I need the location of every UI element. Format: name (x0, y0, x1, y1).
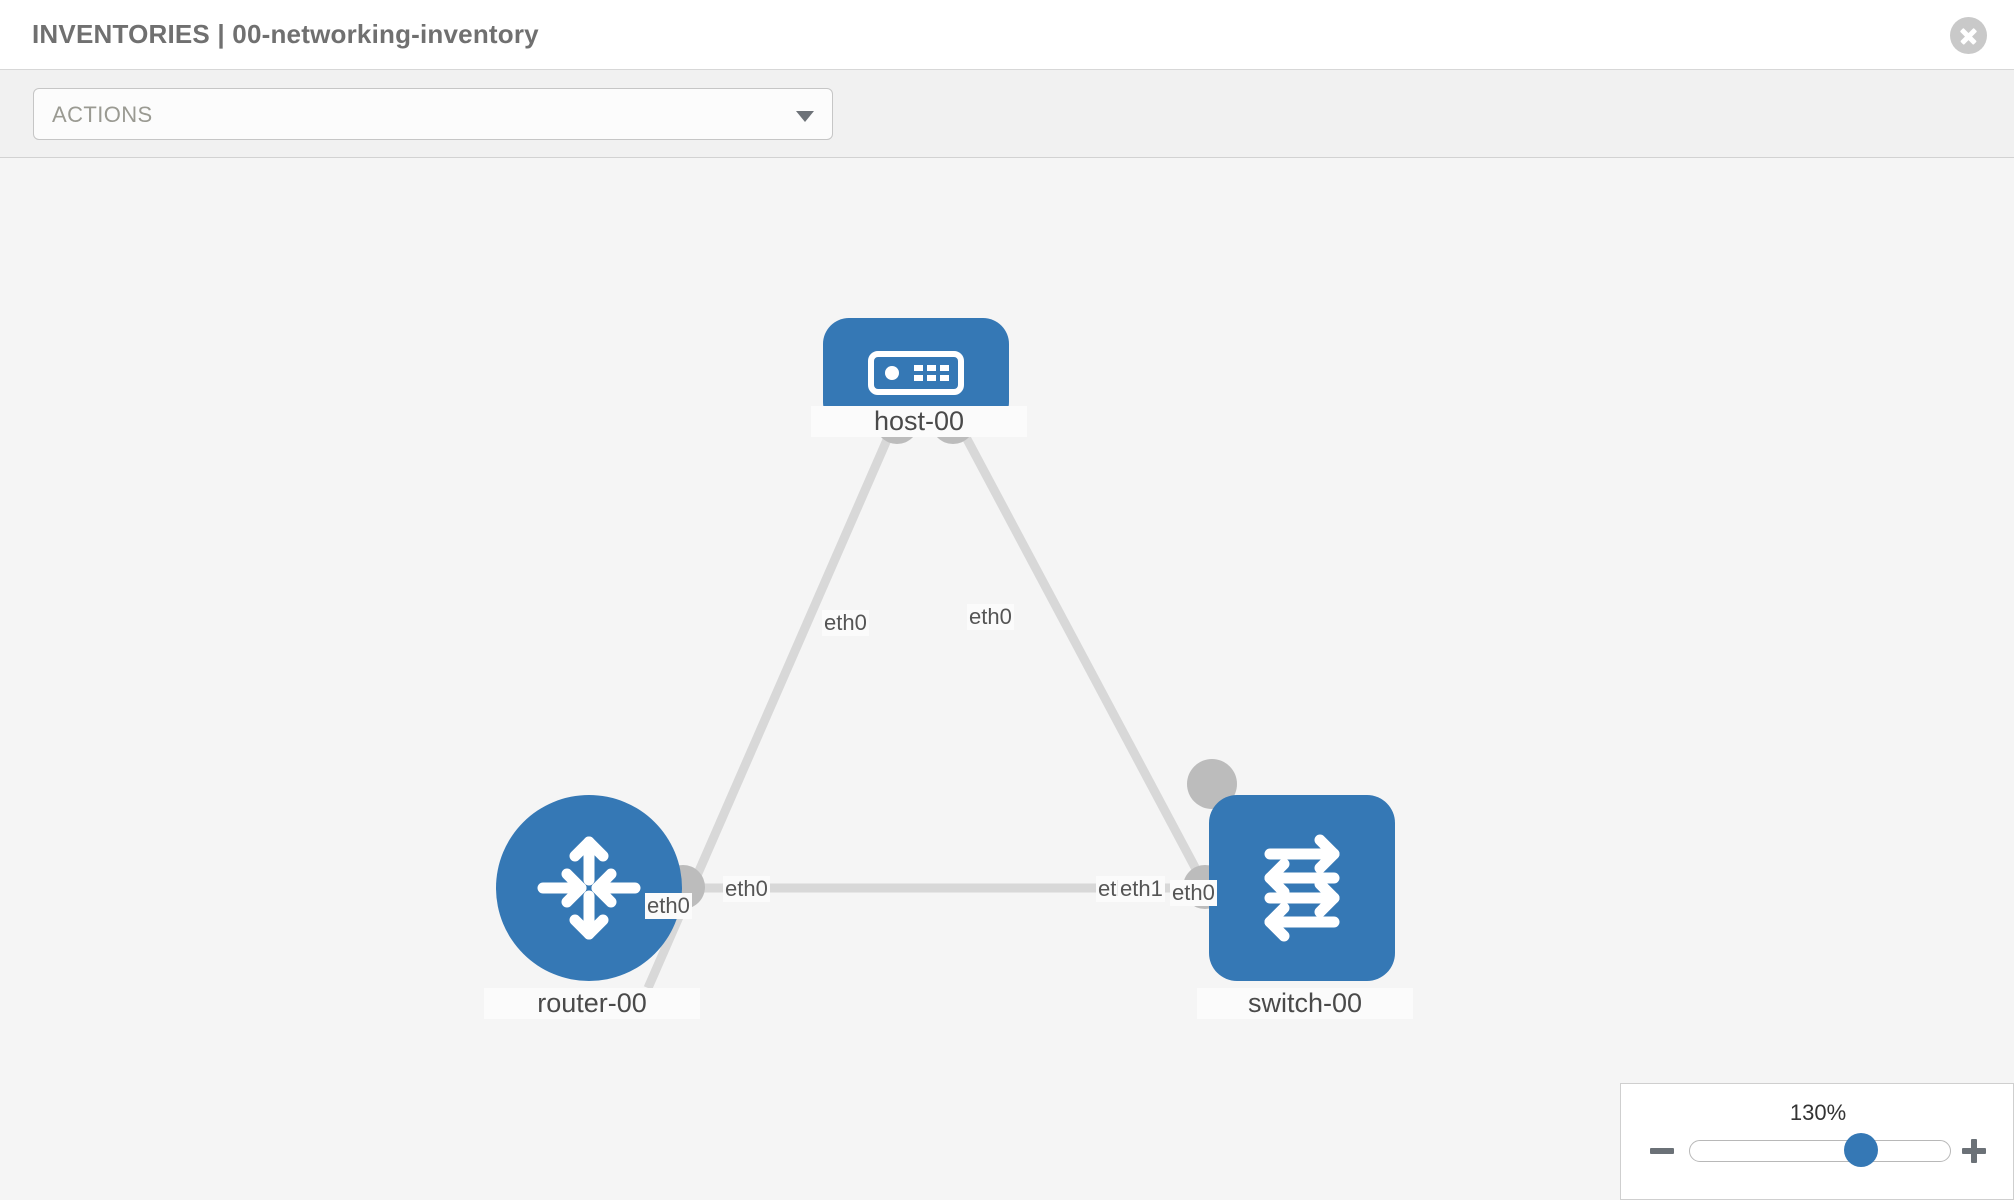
actions-dropdown-label: ACTIONS (52, 102, 153, 127)
zoom-control-panel: 130% (1620, 1083, 2014, 1200)
actions-dropdown[interactable]: ACTIONS (33, 88, 833, 140)
edge-label-switch-left-over: eth1 (1118, 876, 1165, 902)
node-label: router-00 (484, 988, 700, 1019)
edge-label-host-left: eth0 (822, 610, 869, 636)
edge-label-host-right: eth0 (967, 604, 1014, 630)
zoom-slider-thumb[interactable] (1844, 1133, 1878, 1167)
page-header: INVENTORIES | 00-networking-inventory (0, 0, 2014, 70)
node-label: switch-00 (1197, 988, 1413, 1019)
server-icon (868, 351, 964, 395)
switch-arrows-icon (1264, 834, 1340, 942)
edge-label-router-right: eth0 (723, 876, 770, 902)
edge-label-switch-up: eth0 (1170, 880, 1217, 906)
router-arrows-icon (537, 836, 641, 940)
edge-label-router-up: eth0 (645, 893, 692, 919)
zoom-in-button[interactable] (1959, 1136, 1989, 1166)
node-label: host-00 (811, 406, 1027, 437)
chevron-down-icon (796, 111, 814, 122)
toolbar: ACTIONS SEARCH (0, 70, 2014, 210)
topology-links (643, 423, 1242, 990)
page-title: INVENTORIES | 00-networking-inventory (32, 19, 539, 49)
zoom-level-label: 130% (1789, 1100, 1847, 1125)
topology-canvas[interactable]: host-00 (0, 158, 2014, 1200)
router-node-shape[interactable] (496, 795, 682, 981)
zoom-slider-track[interactable] (1689, 1140, 1951, 1162)
close-icon[interactable] (1950, 17, 1987, 54)
zoom-out-button[interactable] (1647, 1136, 1677, 1166)
switch-node-shape[interactable] (1209, 795, 1395, 981)
